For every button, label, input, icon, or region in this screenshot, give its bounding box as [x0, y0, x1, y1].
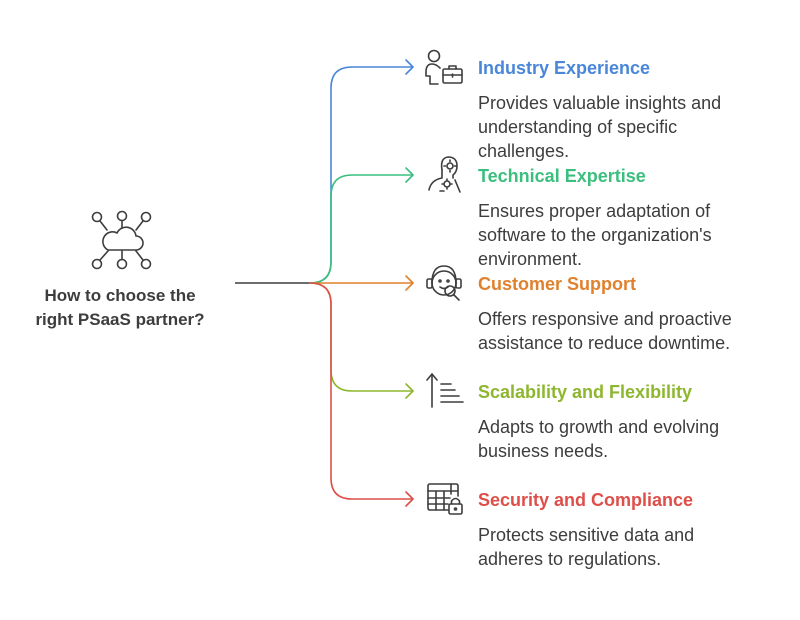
branch-title-customer-support: Customer Support	[478, 274, 637, 294]
description-line: Offers responsive and proactive	[478, 309, 732, 329]
connector-scalability-flexibility	[309, 282, 414, 392]
branch-title-scalability-flexibility: Scalability and Flexibility	[478, 382, 693, 402]
table-lock-icon	[427, 483, 463, 515]
arrowheads	[405, 59, 414, 507]
person-briefcase-icon	[425, 49, 463, 85]
description-line: understanding of specific	[478, 117, 678, 137]
description-line: software to the organization's	[478, 225, 712, 245]
description-line: Protects sensitive data and	[478, 525, 695, 545]
scale-up-arrow-icon	[426, 373, 464, 408]
description-line: Ensures proper adaptation of	[478, 201, 711, 221]
branch-description-technical-expertise: Ensures proper adaptation of software to…	[478, 199, 778, 271]
description-line: Provides valuable insights and	[478, 93, 722, 113]
description-line: assistance to reduce downtime.	[478, 333, 731, 353]
arrowhead-technical-expertise	[405, 167, 414, 183]
arrowhead-scalability-flexibility	[405, 383, 414, 399]
description-line: Adapts to growth and evolving	[478, 417, 720, 437]
description-line: business needs.	[478, 441, 609, 461]
root-question-line-1: How to choose the	[44, 286, 196, 305]
headset-search-icon	[426, 265, 462, 301]
description-line: challenges.	[478, 141, 570, 161]
arrowhead-industry-experience	[405, 59, 414, 75]
head-gears-icon	[428, 156, 461, 193]
root-question-line-2: right PSaaS partner?	[35, 310, 205, 329]
cloud-network-icon	[91, 210, 152, 270]
description-line: environment.	[478, 249, 583, 269]
arrowhead-security-compliance	[405, 491, 414, 507]
branch-title-technical-expertise: Technical Expertise	[478, 166, 646, 186]
arrowhead-customer-support	[405, 275, 414, 291]
branch-description-customer-support: Offers responsive and proactive assistan…	[478, 307, 778, 355]
branch-description-scalability-flexibility: Adapts to growth and evolving business n…	[478, 415, 778, 463]
branch-description-industry-experience: Provides valuable insights and understan…	[478, 91, 778, 163]
branch-description-security-compliance: Protects sensitive data and adheres to r…	[478, 523, 778, 571]
connector-technical-expertise	[309, 174, 414, 284]
branch-title-security-compliance: Security and Compliance	[478, 490, 694, 510]
branch-title-industry-experience: Industry Experience	[478, 58, 651, 78]
description-line: adheres to regulations.	[478, 549, 662, 569]
connector-security-compliance	[309, 282, 414, 500]
branch-connectors	[309, 66, 414, 500]
root-question: How to choose the right PSaaS partner?	[20, 284, 220, 332]
